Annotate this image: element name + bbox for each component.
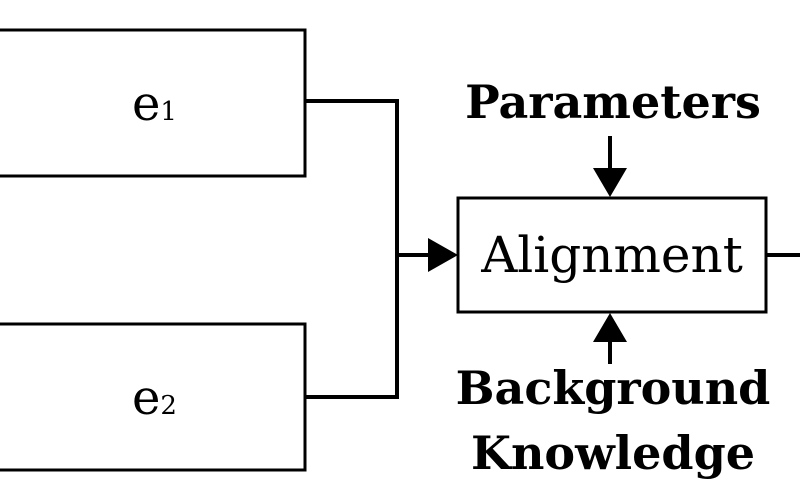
parameters-arrow [593, 136, 627, 197]
input-node-e2-subscript: 2 [160, 391, 177, 421]
input-node-e1-main: e [132, 76, 160, 132]
input-node-e2-main: e [132, 370, 160, 426]
input-node-e2: e2 [0, 322, 307, 472]
e2-connector-line [305, 255, 399, 399]
merge-connector [305, 99, 458, 399]
parameters-arrowhead [593, 168, 627, 197]
background-knowledge-label-line-1: Background [456, 361, 771, 415]
input-node-e2-box [0, 322, 307, 472]
input-node-e1-box [0, 28, 307, 178]
parameters-label: Parameters [465, 75, 761, 129]
alignment-input-arrowhead [428, 238, 458, 272]
alignment-node: Alignment [456, 196, 768, 314]
input-node-e2-label: e2 [132, 370, 177, 426]
background-knowledge-label-line-2: Knowledge [471, 426, 755, 480]
input-node-e1-subscript: 1 [160, 97, 177, 127]
alignment-box [456, 196, 768, 314]
background-knowledge-arrow [593, 313, 627, 364]
alignment-label: Alignment [480, 226, 743, 284]
input-node-e1: e1 [0, 28, 307, 178]
background-knowledge-arrowhead [593, 313, 627, 342]
input-node-e1-label: e1 [132, 76, 177, 132]
e1-connector-line [305, 99, 399, 255]
